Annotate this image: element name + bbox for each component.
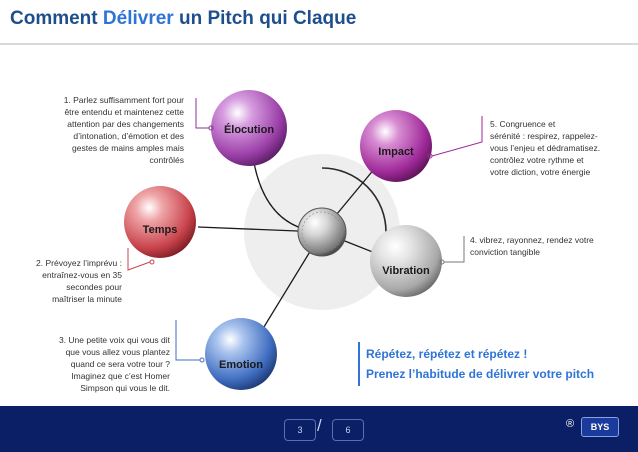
sphere-vibration: Vibration: [370, 225, 442, 297]
note-impact: 5. Congruence et sérénité : respirez, ra…: [490, 119, 601, 177]
cta-line1: Répétez, répétez et répétez !: [366, 347, 528, 361]
note-vibration: 4. vibrez, rayonnez, rendez votre convic…: [470, 235, 594, 257]
title-highlight: Délivrer: [102, 8, 174, 29]
connector-elocution: [195, 98, 209, 129]
current-page-button[interactable]: 3: [284, 419, 316, 441]
call-to-action: Répétez, répétez et répétez ! Prenez l’h…: [366, 344, 594, 384]
page-separator: /: [317, 416, 322, 435]
sphere-label-impact: Impact: [378, 146, 414, 158]
center-sphere-ring: [301, 211, 343, 253]
sphere-label-vibration: Vibration: [382, 265, 430, 277]
title-part1: Comment: [10, 8, 103, 29]
sphere-impact: Impact: [360, 110, 432, 182]
note-emotion: 3. Une petite voix qui vous dit que vous…: [58, 335, 170, 393]
bys-logo[interactable]: BYS: [581, 417, 619, 437]
footer-bar: [0, 406, 638, 452]
connector-temps: [127, 248, 151, 271]
center-arc: [321, 167, 387, 233]
center-sphere: [297, 207, 347, 257]
sphere-label-elocution: Élocution: [224, 123, 274, 136]
cta-accent-bar: [358, 342, 360, 386]
registered-mark: ®: [566, 418, 575, 430]
connector-vibration: [444, 236, 465, 263]
sphere-emotion: Emotion: [205, 318, 277, 390]
connector-impact: [431, 116, 483, 157]
sphere-elocution: Élocution: [211, 90, 287, 166]
sphere-temps: Temps: [124, 186, 196, 258]
cta-line2: Prenez l’habitude de délivrer votre pitc…: [366, 367, 595, 381]
title-divider: [0, 43, 638, 45]
note-elocution: 1. Parlez suffisamment fort pour être en…: [63, 95, 184, 165]
sphere-label-emotion: Emotion: [219, 359, 263, 371]
title-part2: un Pitch qui Claque: [173, 8, 357, 29]
connector-emotion: [175, 320, 200, 361]
sphere-label-temps: Temps: [143, 224, 178, 236]
total-pages-button[interactable]: 6: [332, 419, 364, 441]
page-title: Comment Délivrer un Pitch qui Claque: [10, 8, 356, 30]
note-temps: 2. Prévoyez l’imprévu : entraînez-vous e…: [36, 258, 122, 304]
